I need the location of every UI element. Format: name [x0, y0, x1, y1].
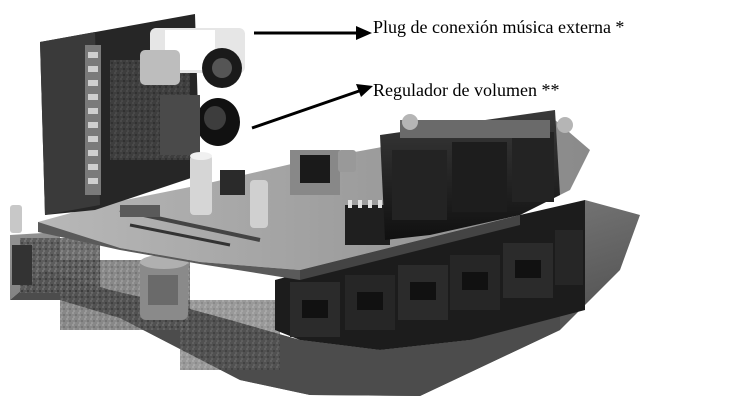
upper-components [119, 150, 390, 247]
lower-jack-row [275, 200, 585, 350]
rca-plug [140, 28, 245, 88]
capacitor-large [140, 255, 188, 320]
arrow-volume-head [356, 84, 373, 97]
volume-knob [160, 95, 240, 155]
edge-components [10, 205, 32, 285]
arrow-volume [251, 88, 363, 130]
arrows [251, 26, 373, 130]
upper-jack-block [380, 110, 573, 240]
vertical-board [40, 14, 200, 215]
arrow-plug-head [356, 26, 372, 40]
callout-music-plug: Plug de conexión música externa * [373, 17, 625, 37]
callout-volume-regulator: Regulador de volumen ** [373, 80, 560, 100]
